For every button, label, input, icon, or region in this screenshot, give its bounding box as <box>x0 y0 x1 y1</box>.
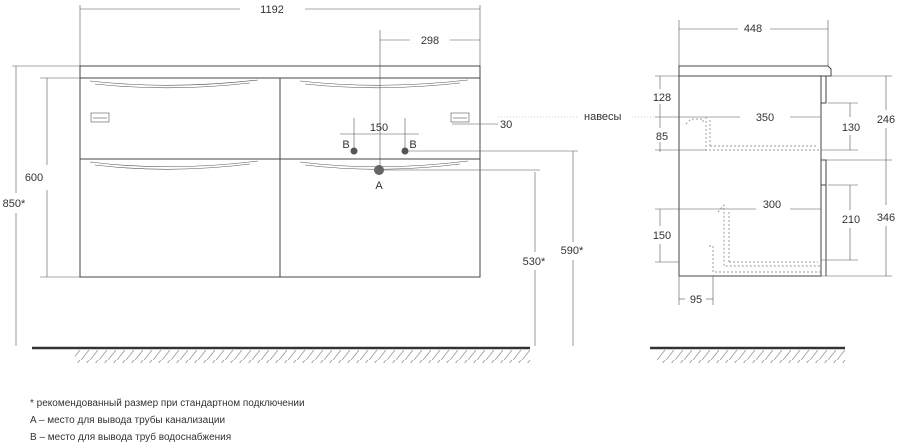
label-hinges: навесы <box>584 111 622 123</box>
front-view: 1192 298 150 30 600 850* 530* 590* A B B <box>3 4 584 363</box>
dim-top-drawer-depth: 350 <box>756 112 774 124</box>
point-b-left-marker <box>350 147 358 155</box>
dim-top-drawer-offset: 128 <box>653 92 671 104</box>
dim-hinge-offset: 30 <box>500 119 512 131</box>
dim-height-total: 850* <box>3 198 26 210</box>
dim-bottom-drawer-depth: 300 <box>763 199 781 211</box>
label-point-a: A <box>375 180 383 192</box>
point-a-marker <box>374 165 384 175</box>
side-drawer-bottom <box>717 204 821 267</box>
side-cabinet-body <box>678 75 822 277</box>
note-point-b: B – место для вывода труб водоснабжения <box>30 432 232 443</box>
dim-offset-right: 298 <box>421 35 439 47</box>
dim-plinth-depth: 95 <box>690 294 702 306</box>
dim-height-supply: 590* <box>561 245 584 257</box>
side-countertop <box>678 65 832 77</box>
dim-top-drawer-height: 130 <box>842 122 860 134</box>
note-recommended: * рекомендованный размер при стандартном… <box>30 398 305 409</box>
dim-top-drawer-gap: 85 <box>656 131 668 143</box>
side-view: 448 128 85 350 130 246 300 210 346 150 9… <box>584 20 895 363</box>
label-point-b-left: B <box>342 139 349 151</box>
front-floor-hatch <box>75 350 530 363</box>
note-point-a: A – место для вывода трубы канализации <box>30 415 226 426</box>
label-point-b-right: B <box>409 139 416 151</box>
dim-bottom-drawer-height: 210 <box>842 214 860 226</box>
dim-height-cabinet: 600 <box>25 172 43 184</box>
dim-top-zone: 246 <box>877 114 895 126</box>
dim-bottom-zone: 346 <box>877 212 895 224</box>
front-handle-top-right <box>299 79 469 86</box>
dim-pipe-spacing: 150 <box>370 122 388 134</box>
front-handle-top-left <box>89 79 259 86</box>
hinge-left <box>90 112 110 123</box>
side-front-panel-top <box>821 75 827 104</box>
front-handle-bottom-left <box>89 160 259 168</box>
side-front-panel-bottom <box>821 159 827 186</box>
dim-width-total: 1192 <box>260 4 284 16</box>
dim-height-drain: 530* <box>523 256 546 268</box>
front-countertop <box>79 65 481 79</box>
dim-depth: 448 <box>744 23 762 35</box>
hinge-right <box>450 112 470 123</box>
side-floor-hatch <box>656 350 845 363</box>
dim-bottom-drawer-offset: 150 <box>653 230 671 242</box>
